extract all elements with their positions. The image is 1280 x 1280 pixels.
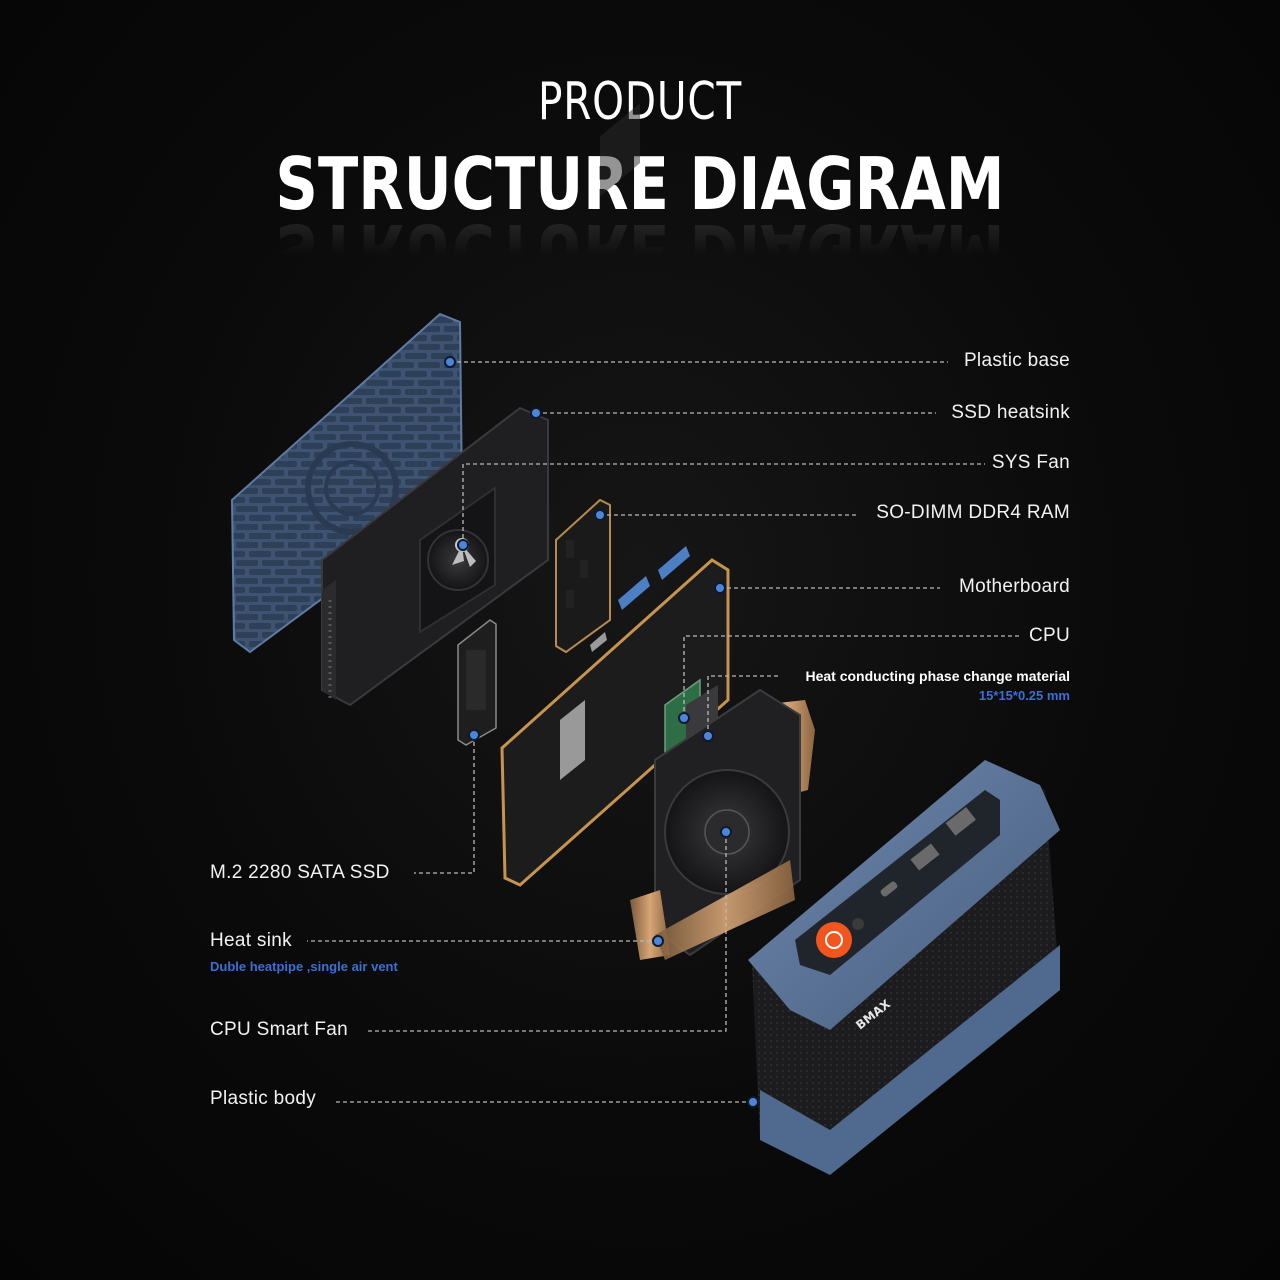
label-heat-sink: Heat sink xyxy=(210,930,292,951)
label-plastic-base: Plastic base xyxy=(963,350,1070,371)
ram-part xyxy=(555,498,611,654)
m2-ssd-part xyxy=(457,619,497,746)
label-m2-ssd: M.2 2280 SATA SSD xyxy=(210,862,390,883)
plastic-body-part xyxy=(748,760,1060,1175)
power-button-icon xyxy=(816,922,852,958)
label-plastic-body: Plastic body xyxy=(210,1088,317,1109)
ssd-heatsink-part xyxy=(321,406,549,707)
label-ram: SO-DIMM DDR4 RAM xyxy=(876,502,1070,523)
label-sys-fan: SYS Fan xyxy=(991,452,1070,473)
plastic-base-part xyxy=(230,312,464,654)
label-heat-sink-sub: Duble heatpipe ,single air vent xyxy=(210,959,398,974)
leader-phase-change xyxy=(707,675,780,736)
leader-lines xyxy=(307,361,1022,1103)
leader-cpu-fan xyxy=(367,832,727,1032)
label-cpu: CPU xyxy=(1028,625,1070,646)
cpu-fan-heatsink-part xyxy=(630,688,815,960)
label-phase-change: Heat conducting phase change material xyxy=(805,668,1070,684)
label-motherboard: Motherboard xyxy=(958,576,1070,597)
leader-sys-fan xyxy=(462,463,985,545)
label-ssd-heatsink: SSD heatsink xyxy=(951,402,1070,423)
leader-ssd xyxy=(414,735,475,874)
leader-dots xyxy=(444,356,759,1108)
motherboard-part xyxy=(500,102,730,887)
label-cpu-fan: CPU Smart Fan xyxy=(210,1019,348,1040)
label-phase-change-size: 15*15*0.25 mm xyxy=(978,688,1070,703)
